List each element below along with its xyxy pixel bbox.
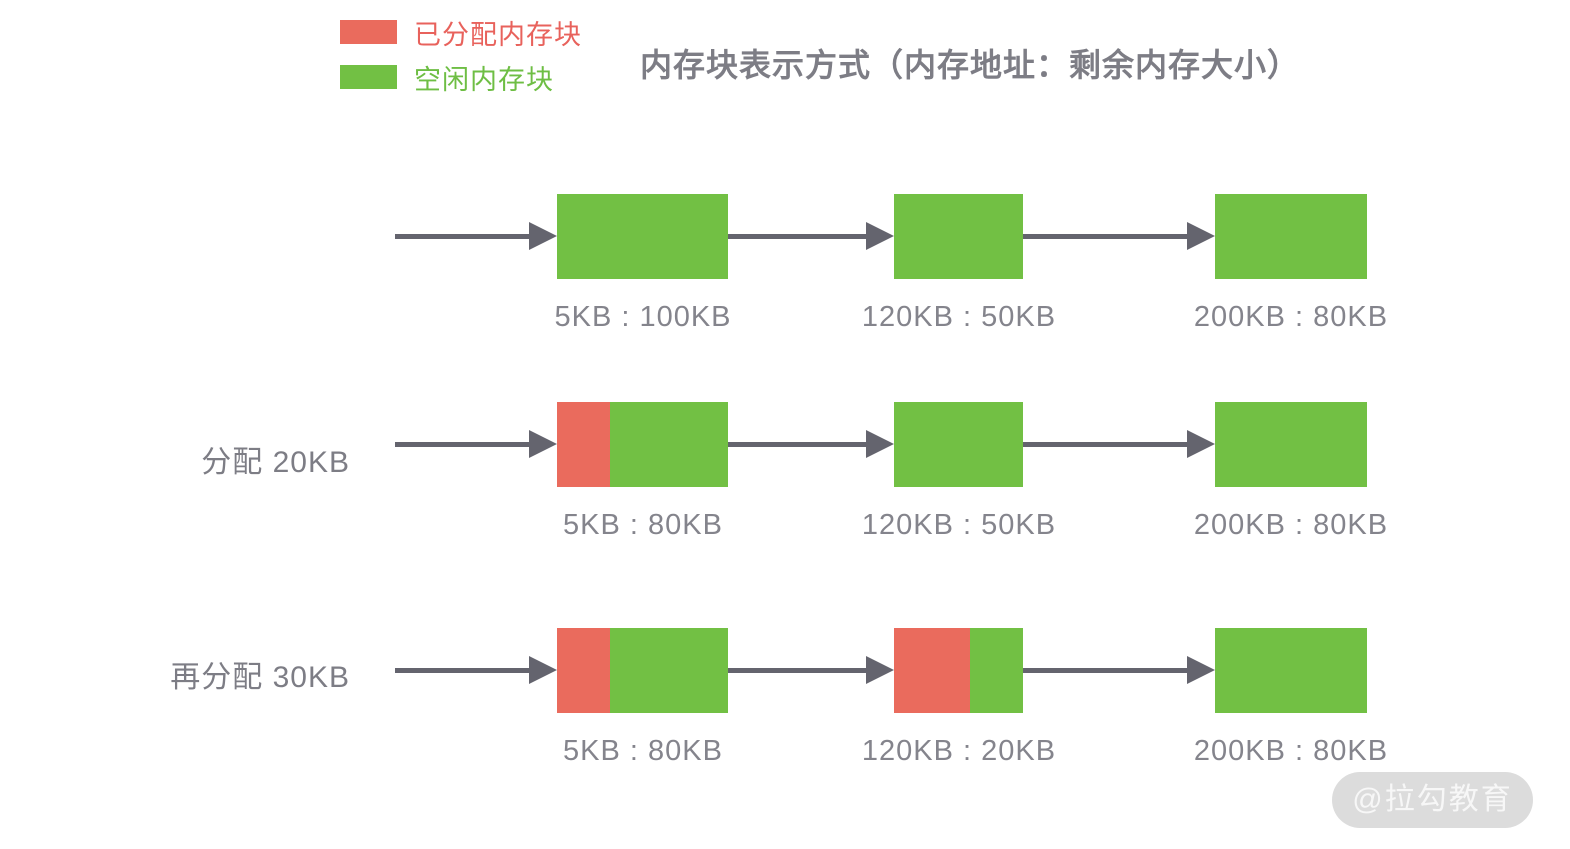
memory-block xyxy=(894,628,1023,713)
memory-block xyxy=(557,628,728,713)
arrow-head-icon xyxy=(529,430,557,458)
row-label: 再分配 30KB xyxy=(170,661,350,694)
arrow-shaft xyxy=(395,441,533,447)
memory-block-caption: 5KB : 100KB xyxy=(554,301,732,333)
arrow-head-icon xyxy=(866,656,894,684)
arrow-head-icon xyxy=(866,222,894,250)
arrow-connector xyxy=(1023,656,1215,684)
arrow-shaft xyxy=(728,667,870,673)
allocated-region xyxy=(557,402,610,487)
memory-block-caption: 5KB : 80KB xyxy=(563,735,723,767)
arrow-shaft xyxy=(395,233,533,239)
arrow-head-icon xyxy=(1187,222,1215,250)
allocated-region xyxy=(557,628,610,713)
arrow-shaft xyxy=(1023,667,1191,673)
memory-block xyxy=(1215,402,1367,487)
arrow-connector xyxy=(728,222,894,250)
arrow-shaft xyxy=(728,441,870,447)
memory-block xyxy=(1215,628,1367,713)
memory-block-caption: 120KB : 20KB xyxy=(861,735,1057,767)
legend-item-label: 已分配内存块 xyxy=(414,19,582,50)
arrow-shaft xyxy=(395,667,533,673)
watermark-badge: @拉勾教育 xyxy=(1332,772,1533,828)
arrow-connector xyxy=(1023,222,1215,250)
memory-block-caption: 5KB : 80KB xyxy=(563,509,723,541)
row-label: 分配 20KB xyxy=(201,446,350,479)
memory-block xyxy=(557,194,728,279)
memory-block xyxy=(557,402,728,487)
arrow-connector xyxy=(395,656,557,684)
arrow-connector xyxy=(728,430,894,458)
arrow-head-icon xyxy=(866,430,894,458)
memory-block-caption: 200KB : 80KB xyxy=(1193,301,1389,333)
memory-block xyxy=(894,402,1023,487)
memory-block-caption: 120KB : 50KB xyxy=(861,301,1057,333)
free-swatch-icon xyxy=(340,65,397,89)
arrow-shaft xyxy=(728,233,870,239)
legend-item-label: 空闲内存块 xyxy=(414,64,554,95)
memory-block xyxy=(1215,194,1367,279)
legend-item-free: 空闲内存块 xyxy=(340,63,582,95)
diagram-title: 内存块表示方式（内存地址：剩余内存大小） xyxy=(639,47,1300,83)
arrow-connector xyxy=(728,656,894,684)
arrow-connector xyxy=(1023,430,1215,458)
legend: 已分配内存块 空闲内存块 xyxy=(340,18,582,108)
arrow-head-icon xyxy=(529,222,557,250)
arrow-head-icon xyxy=(529,656,557,684)
legend-item-allocated: 已分配内存块 xyxy=(340,18,582,50)
allocated-swatch-icon xyxy=(340,20,397,44)
arrow-shaft xyxy=(1023,233,1191,239)
arrow-head-icon xyxy=(1187,430,1215,458)
memory-block-caption: 200KB : 80KB xyxy=(1193,735,1389,767)
memory-block-caption: 200KB : 80KB xyxy=(1193,509,1389,541)
memory-block xyxy=(894,194,1023,279)
allocated-region xyxy=(894,628,971,713)
arrow-connector xyxy=(395,430,557,458)
arrow-head-icon xyxy=(1187,656,1215,684)
memory-block-caption: 120KB : 50KB xyxy=(861,509,1057,541)
arrow-shaft xyxy=(1023,441,1191,447)
arrow-connector xyxy=(395,222,557,250)
